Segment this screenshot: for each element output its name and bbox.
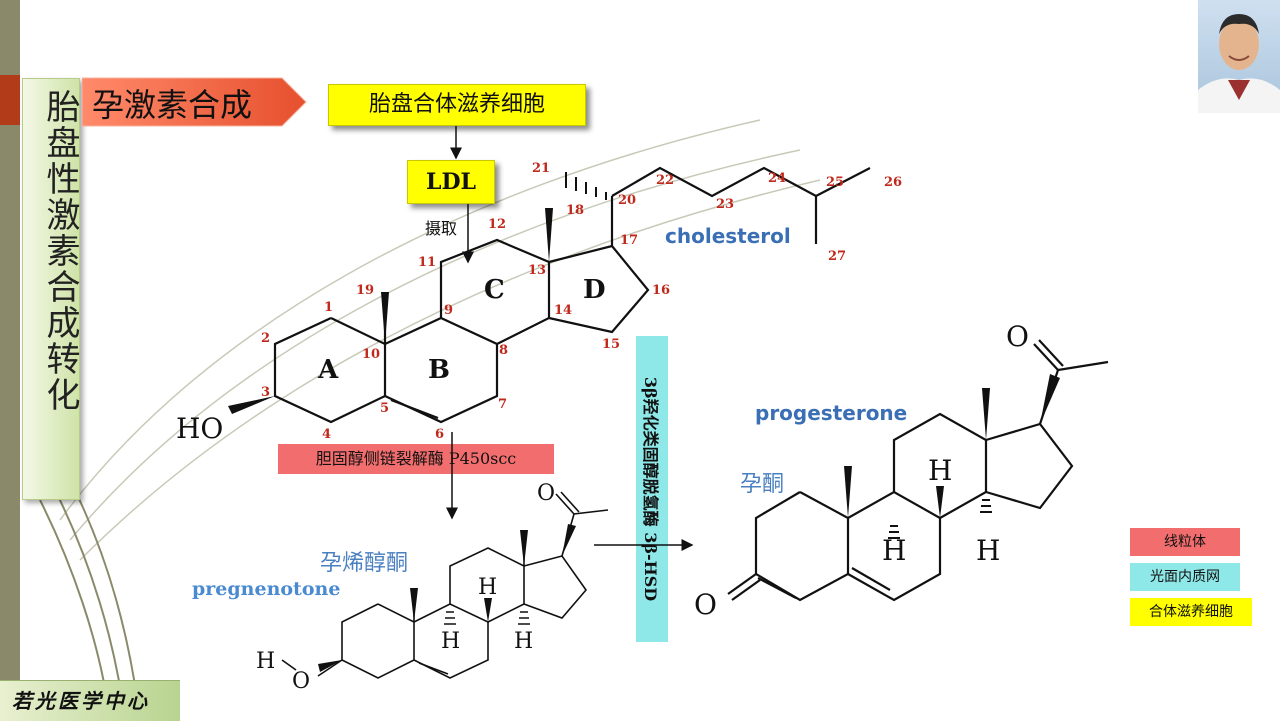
wedge-preg-18 <box>520 530 528 566</box>
carbon-numbers: 1 2 3 4 5 6 7 8 9 10 11 12 13 14 15 16 1… <box>261 161 902 442</box>
ring-c: C <box>484 275 505 305</box>
carbon-number: 2 <box>261 331 270 346</box>
carbon-number: 27 <box>828 249 846 264</box>
wedge-preg-h <box>484 598 492 622</box>
prog-h1: H <box>928 454 952 487</box>
legend-syncytiotrophoblast: 合体滋养细胞 <box>1130 598 1252 626</box>
pregnenolone-cn-label: 孕烯醇酮 <box>320 551 409 576</box>
presenter-photo <box>1198 0 1280 113</box>
preg-o: O <box>537 481 555 506</box>
carbon-number: 10 <box>362 347 380 362</box>
pregnenolone-atoms: O H H H H O <box>256 481 555 694</box>
carbon-number: 9 <box>444 303 453 318</box>
carbon-number: 4 <box>322 427 331 442</box>
ring-a: A <box>317 355 339 385</box>
carbon-number: 13 <box>528 263 546 278</box>
ring-b: B <box>428 355 450 385</box>
carbon-number: 3 <box>261 385 270 400</box>
vertical-title: 胎盘性激素合成转化 <box>40 89 80 413</box>
progesterone-structure <box>727 339 1109 602</box>
carbon-number: 11 <box>418 255 436 270</box>
carbon-number: 17 <box>620 233 638 248</box>
prog-h3: H <box>976 534 1000 567</box>
wedge-18 <box>545 208 553 262</box>
scc-enzyme-box: 胆固醇侧链裂解酶 P450scc <box>278 444 554 474</box>
footer-text: 若光医学中心 <box>12 689 150 713</box>
ho-group: HO <box>176 412 223 445</box>
presenter-portrait <box>1198 14 1280 113</box>
legend-mitochondria: 线粒体 <box>1130 528 1240 556</box>
carbon-number: 23 <box>716 197 734 212</box>
carbon-number: 26 <box>884 175 902 190</box>
carbon-number: 25 <box>826 175 844 190</box>
carbon-number: 5 <box>380 401 389 416</box>
left-decor-accent <box>0 75 20 125</box>
wedge-preg-19 <box>410 588 418 622</box>
wedge-prog-18 <box>982 388 990 440</box>
cholesterol-label: cholesterol <box>665 224 791 248</box>
prog-o-top: O <box>1006 320 1029 353</box>
prog-o-left: O <box>694 588 717 621</box>
pregnenolone-label: pregnenotone <box>192 578 341 600</box>
carbon-number: 20 <box>618 193 636 208</box>
preg-ho-h: H <box>256 649 275 674</box>
progesterone-cn-label: 孕酮 <box>740 472 785 497</box>
footer-brand: 若光医学中心 <box>0 680 180 721</box>
carbon-number: 16 <box>652 283 670 298</box>
wedge-preg-side <box>562 524 576 556</box>
preg-h1: H <box>478 575 497 600</box>
carbon-number: 12 <box>488 217 506 232</box>
hash-prog <box>888 499 992 539</box>
carbon-number: 22 <box>656 173 674 188</box>
carbon-number: 24 <box>768 171 786 186</box>
uptake-label: 摄取 <box>425 219 458 238</box>
wedge-prog-side <box>1040 374 1060 424</box>
progesterone-atoms: O O H H H <box>694 320 1029 621</box>
carbon-number: 6 <box>435 427 444 442</box>
swoosh-line <box>69 149 801 541</box>
hash-21 <box>565 172 607 200</box>
preg-h3: H <box>514 629 533 654</box>
prog-h2: H <box>882 534 906 567</box>
banner-arrow <box>82 77 307 127</box>
swoosh-line <box>79 179 821 561</box>
carbon-number: 1 <box>324 300 333 315</box>
preg-ho-o: O <box>292 669 310 694</box>
wedge-prog-h <box>936 486 944 518</box>
vertical-title-box: 胎盘性激素合成转化 <box>22 78 80 500</box>
carbon-number: 18 <box>566 203 584 218</box>
ldl-box: LDL <box>407 160 495 204</box>
carbon-number: 14 <box>554 303 572 318</box>
carbon-number: 8 <box>499 343 508 358</box>
carbon-number: 7 <box>498 397 507 412</box>
legend-smooth-er: 光面内质网 <box>1130 563 1240 591</box>
preg-h2: H <box>441 629 460 654</box>
carbon-number: 21 <box>532 161 550 176</box>
carbon-number: 19 <box>356 283 374 298</box>
carbon-number: 15 <box>602 337 620 352</box>
banner-title: 孕激素合成 <box>92 86 253 124</box>
swoosh-line <box>59 119 761 521</box>
progesterone-label: progesterone <box>755 401 908 425</box>
placenta-cell-box: 胎盘合体滋养细胞 <box>328 84 586 126</box>
hash-preg <box>444 611 530 625</box>
left-decor-bar <box>0 0 20 720</box>
wedge-prog-19 <box>844 466 852 518</box>
wedge-ho <box>228 396 275 414</box>
wedge-preg-oh <box>318 660 342 672</box>
wedge-19 <box>381 292 389 344</box>
ring-d: D <box>583 275 606 305</box>
hsd-enzyme-box: 3β羟化类固醇脱氢酶 3β-HSD <box>636 336 668 642</box>
